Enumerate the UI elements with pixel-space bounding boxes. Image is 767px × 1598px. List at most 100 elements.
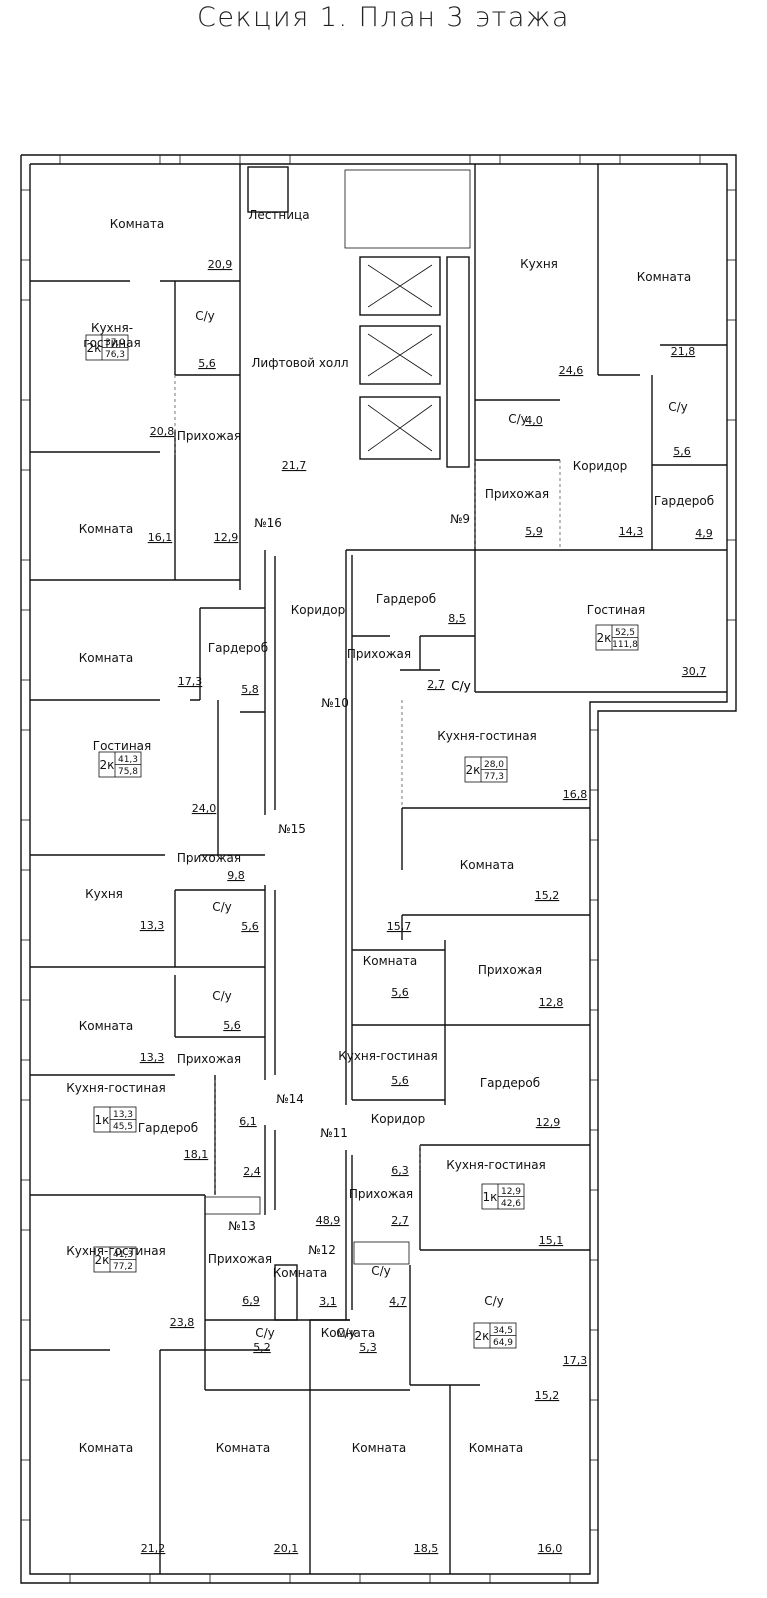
apartment-type: 2к (466, 763, 481, 777)
room-label: Прихожая (485, 487, 549, 501)
room-label: С/у (195, 309, 215, 323)
room-area: 23,8 (170, 1316, 195, 1329)
room-labels: КомнатаКухня-гостинаяС/уПрихожаяКомнатаК… (0, 0, 714, 1555)
room-label: Комната (79, 522, 133, 536)
apartment-living-area: 28,0 (484, 760, 504, 770)
door-number: №11 (320, 1126, 348, 1140)
apartment-living-area: 13,3 (113, 1110, 133, 1120)
room-label: Прихожая (478, 963, 542, 977)
room-area: 5,6 (241, 920, 259, 933)
room-area: 16,0 (538, 1542, 563, 1555)
room-label: Лифтовой холл (251, 356, 348, 370)
room-label: Прихожая (349, 1187, 413, 1201)
room-label: Комната (273, 1266, 327, 1280)
apartment-total-area: 111,8 (612, 640, 638, 650)
room-area: 48,9 (316, 1214, 341, 1227)
room-area: 5,6 (223, 1019, 241, 1032)
room-label: Кухня (85, 887, 123, 901)
room-area: 12,9 (536, 1116, 561, 1129)
room-area: 16,8 (563, 788, 588, 801)
room-label: Комната (79, 1019, 133, 1033)
room-label: С/у (451, 679, 471, 693)
room-area: 4,9 (695, 527, 713, 540)
room-label: Комната (0, 0, 27, 3)
room-area: 14,3 (619, 525, 644, 538)
apartment-total-area: 64,9 (493, 1338, 513, 1348)
apartment-type: 2к (95, 1253, 110, 1267)
room-area: 21,8 (671, 345, 696, 358)
room-label: Прихожая (208, 1252, 272, 1266)
apartment-total-area: 76,3 (105, 350, 125, 360)
room-area: 4,7 (389, 1295, 407, 1308)
room-label: Комната (79, 1441, 133, 1455)
apartment-total-area: 75,8 (118, 767, 138, 777)
apartment-living-area: 41,3 (113, 1250, 133, 1260)
apartment-living-area: 41,3 (118, 755, 138, 765)
room-area: 15,2 (535, 1389, 560, 1402)
room-label: Комната (469, 1441, 523, 1455)
room-area: 15,2 (535, 889, 560, 902)
room-area: 2,4 (243, 1165, 261, 1178)
room-area: 30,7 (682, 665, 707, 678)
apartment-living-area: 52,5 (615, 628, 635, 638)
room-label: Прихожая (177, 429, 241, 443)
room-label: Гардероб (138, 1121, 198, 1135)
page-title: Секция 1. План 3 этажа (197, 2, 570, 33)
room-area: 13,3 (140, 919, 165, 932)
room-label: Коридор (573, 459, 628, 473)
apartment-living-area: 12,9 (501, 1187, 521, 1197)
room-label: Комната (216, 1441, 270, 1455)
room-label: С/у (336, 1326, 356, 1340)
room-label: Гардероб (208, 641, 268, 655)
room-area: 9,8 (227, 869, 245, 882)
room-label: Кухня-гостиная (83, 321, 140, 350)
room-label: Гардероб (376, 592, 436, 606)
room-label: Гостиная (587, 603, 645, 617)
room-label: Комната (352, 1441, 406, 1455)
room-area: 2,7 (391, 1214, 409, 1227)
room-area: 20,8 (150, 425, 175, 438)
room-area: 5,3 (359, 1341, 377, 1354)
room-area: 15,7 (387, 920, 412, 933)
room-label: Коридор (291, 603, 346, 617)
apartment-type: 1к (483, 1190, 498, 1204)
door-number: №15 (278, 822, 306, 836)
room-area: 21,2 (141, 1542, 166, 1555)
apartment-type: 2к (87, 341, 102, 355)
room-label: С/у (212, 900, 232, 914)
room-label: Кухня-гостиная (66, 1244, 166, 1258)
room-label: Коридор (371, 1112, 426, 1126)
room-area: 6,9 (242, 1294, 260, 1307)
room-area: 15,1 (539, 1234, 564, 1247)
room-area: 5,8 (241, 683, 259, 696)
room-area: 6,1 (239, 1115, 257, 1128)
door-number: №14 (276, 1092, 304, 1106)
room-area: 4,0 (525, 414, 543, 427)
apartment-living-area: 34,5 (493, 1326, 513, 1336)
door-number: №12 (308, 1243, 336, 1257)
room-area: 3,1 (319, 1295, 337, 1308)
room-label: С/у (484, 1294, 504, 1308)
door-number: №13 (228, 1219, 256, 1233)
apartment-type: 1к (95, 1113, 110, 1127)
door-number: №10 (321, 696, 349, 710)
apartment-total-area: 77,2 (113, 1262, 133, 1272)
room-area: 8,5 (448, 612, 466, 625)
apartment-total-area: 77,3 (484, 772, 504, 782)
apartment-type: 2к (597, 631, 612, 645)
room-area: 20,9 (208, 258, 233, 271)
room-area: 18,5 (414, 1542, 439, 1555)
room-label: Комната (363, 954, 417, 968)
room-label: Комната (460, 858, 514, 872)
room-area: 17,3 (178, 675, 203, 688)
room-area: 6,3 (391, 1164, 409, 1177)
room-area: 16,1 (148, 531, 173, 544)
